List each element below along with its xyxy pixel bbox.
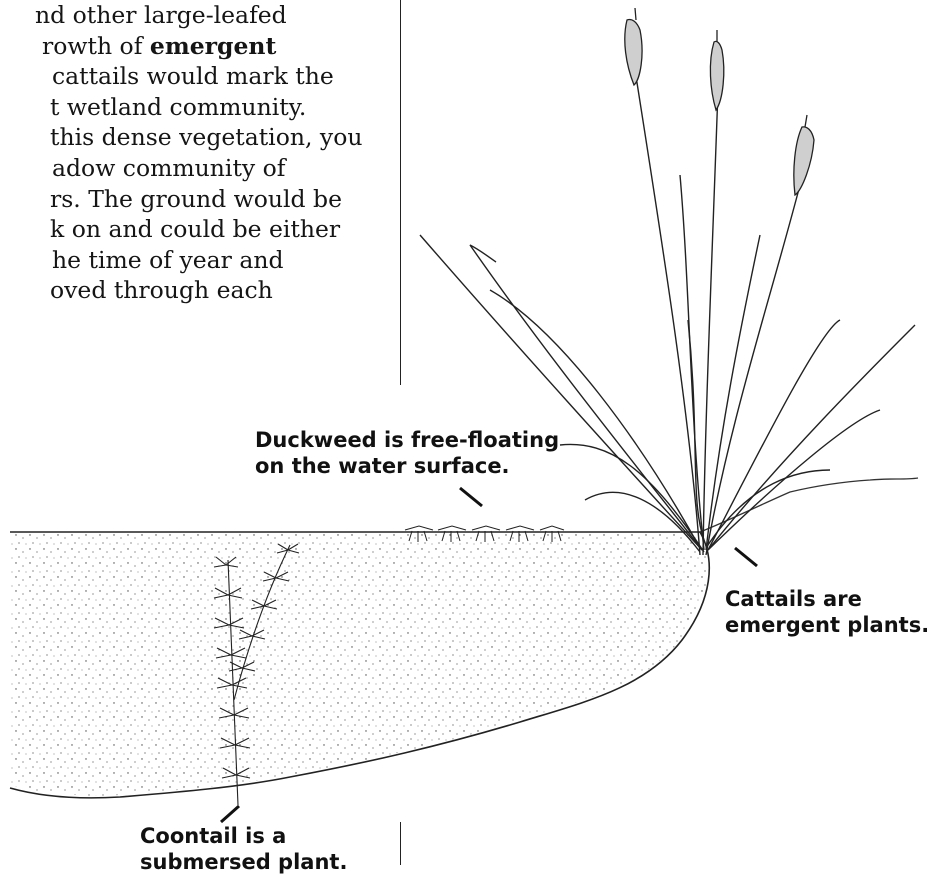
water-body [10, 533, 709, 796]
duckweed-leader-line [460, 488, 482, 506]
cattails-label-line: emergent plants. [725, 612, 927, 638]
cattails-leader-line [735, 548, 757, 566]
duckweed-label-line: on the water surface. [255, 453, 559, 479]
shore-ground [700, 478, 918, 532]
coontail-label-line: submersed plant. [140, 849, 347, 875]
coontail-label: Coontail is a submersed plant. [140, 823, 347, 875]
cattail-seed-heads [625, 8, 814, 195]
coontail-leader-line [221, 806, 239, 822]
duckweed-label-line: Duckweed is free-floating [255, 427, 559, 453]
duckweed-label: Duckweed is free-floating on the water s… [255, 427, 559, 479]
cattails-label-line: Cattails are [725, 586, 927, 612]
cattails-label: Cattails are emergent plants. [725, 586, 927, 638]
coontail-label-line: Coontail is a [140, 823, 347, 849]
